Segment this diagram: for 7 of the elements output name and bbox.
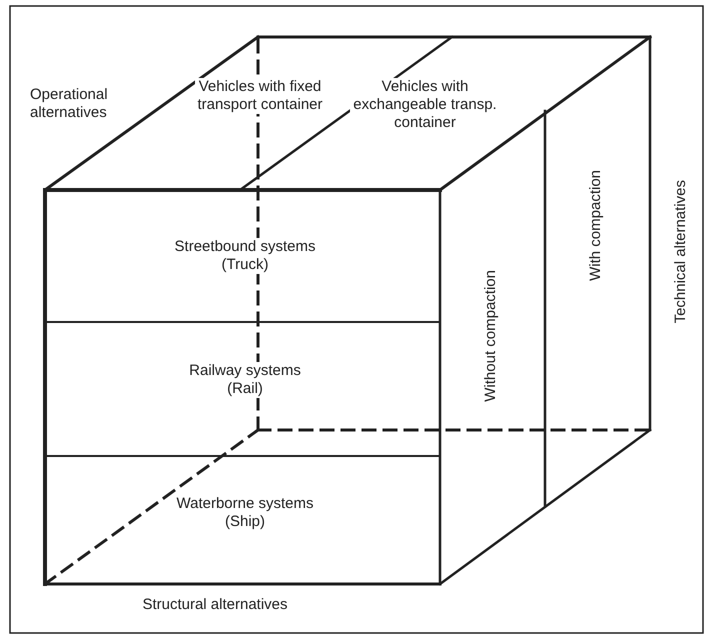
category-label: With compaction — [587, 170, 605, 281]
category-label: Vehicles with fixed transport container — [195, 78, 325, 114]
axis-label: Technical alternatives — [672, 180, 690, 324]
axis-label: Structural alternatives — [141, 596, 289, 614]
category-label: Without compaction — [482, 270, 500, 402]
category-label: Waterborne systems (Ship) — [175, 495, 315, 531]
axis-label: Operational alternatives — [30, 86, 109, 122]
